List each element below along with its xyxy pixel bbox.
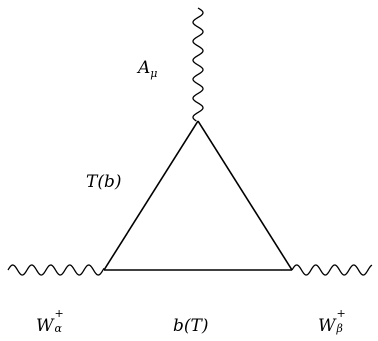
fermion-line-right — [197, 120, 293, 271]
upper-fermion-label-text: T(b) — [86, 172, 122, 192]
fermion-line-left — [103, 120, 199, 271]
left-w-label: W+ α — [36, 308, 64, 336]
bottom-fermion-label-text: b(T) — [173, 316, 209, 336]
photon-label-base: A — [138, 58, 151, 78]
left-w-label-base: W — [36, 316, 54, 336]
upper-fermion-label: T(b) — [86, 174, 122, 191]
w-boson-left-propagator — [7, 264, 105, 276]
w-boson-right-propagator — [291, 264, 373, 276]
right-w-label-base: W — [318, 316, 336, 336]
right-w-label-sub: β — [336, 322, 343, 335]
left-w-label-sub: α — [54, 322, 62, 335]
right-w-label: W+ β — [318, 308, 346, 336]
photon-label: Aμ — [138, 58, 158, 80]
photon-propagator — [192, 7, 204, 122]
right-w-label-sup: + — [336, 307, 346, 320]
bottom-fermion-label: b(T) — [173, 318, 209, 335]
left-w-label-sup: + — [54, 307, 64, 320]
photon-label-sub: μ — [150, 67, 158, 80]
